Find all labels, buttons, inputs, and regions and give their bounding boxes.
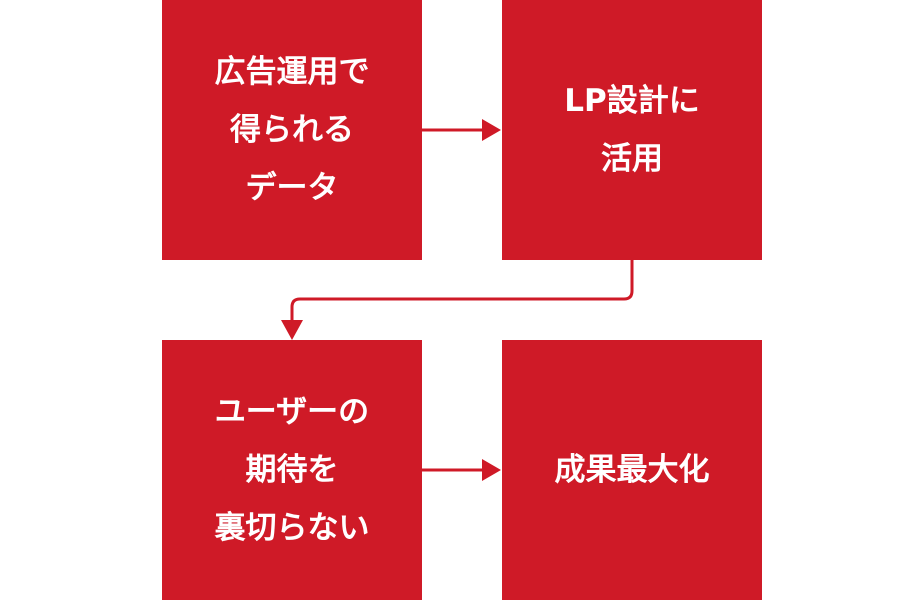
step-label: 成果最大化 xyxy=(554,452,710,488)
arrow-right-bottom xyxy=(422,459,501,481)
arrow-right-top xyxy=(422,119,501,141)
step-label: LP設計に 活用 xyxy=(564,83,700,177)
step-box-maximize-results: 成果最大化 xyxy=(502,340,762,600)
step-label: ユーザーの 期待を 裏切らない xyxy=(214,394,370,546)
step-box-ad-data: 広告運用で 得られる データ xyxy=(162,0,422,260)
step-box-user-expectation: ユーザーの 期待を 裏切らない xyxy=(162,340,422,600)
arrow-connector-down xyxy=(281,259,634,340)
step-label: 広告運用で 得られる データ xyxy=(214,54,370,206)
step-box-lp-design: LP設計に 活用 xyxy=(502,0,762,260)
